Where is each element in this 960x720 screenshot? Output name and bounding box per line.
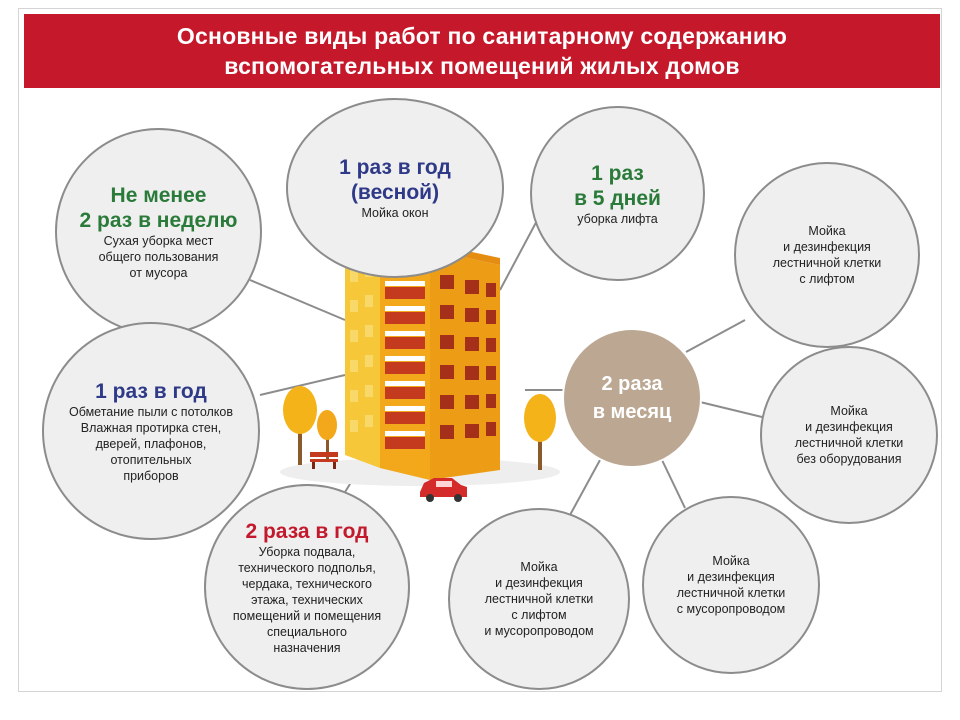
circle-yearly-spring: 1 раз в год (весной) Мойка окон <box>286 98 504 278</box>
hub-line1: 2 раза <box>601 373 663 395</box>
twice-year-desc-3: чердака, технического <box>242 576 372 591</box>
hub-line2: в месяц <box>592 401 672 423</box>
twice-year-desc-4: этажа, технических <box>251 592 363 607</box>
frame-border <box>18 8 942 692</box>
monthly-4-desc-2: и дезинфекция <box>495 576 583 590</box>
title-banner: Основные виды работ по санитарному содер… <box>24 14 940 88</box>
freq-twice-year-line1: 2 раза в год <box>245 519 369 543</box>
yearly-desc-2: Влажная протирка стен, <box>80 420 222 435</box>
twice-year-desc-6: специального <box>267 624 347 639</box>
monthly-2-desc-3: лестничной клетки <box>794 436 904 450</box>
tree-left-icon <box>283 386 337 465</box>
title-line-2: вспомогательных помещений жилых домов <box>224 53 740 79</box>
connector-lines <box>249 214 763 516</box>
circle-monthly-1: Мойка и дезинфекция лестничной клетки с … <box>734 162 920 348</box>
freq-five-days-line2: в 5 дней <box>574 186 661 210</box>
spring-desc-1: Мойка окон <box>361 206 429 220</box>
car-icon <box>420 478 467 502</box>
twice-year-desc-7: назначения <box>273 640 341 655</box>
monthly-3-desc-2: и дезинфекция <box>687 570 775 584</box>
freq-weekly-line2: 2 раз в неделю <box>79 208 238 232</box>
monthly-1-desc-4: с лифтом <box>799 272 855 286</box>
monthly-4-desc-4: с лифтом <box>511 608 567 622</box>
monthly-2-desc-2: и дезинфекция <box>805 420 893 434</box>
title-line-1: Основные виды работ по санитарному содер… <box>176 23 788 49</box>
monthly-1-desc-2: и дезинфекция <box>783 240 871 254</box>
monthly-2-desc-4: без оборудования <box>796 452 902 466</box>
weekly-desc-3: от мусора <box>129 265 188 280</box>
connector-five-days <box>499 214 541 291</box>
twice-year-desc-2: технического подполья, <box>238 560 376 575</box>
twice-year-desc-5: помещений и помещения <box>232 608 382 623</box>
monthly-4-desc-1: Мойка <box>520 560 558 574</box>
building-illustration <box>280 232 560 486</box>
freq-spring-line1: 1 раз в год <box>339 156 451 179</box>
circle-weekly: Не менее 2 раз в неделю Сухая уборка мес… <box>55 128 262 335</box>
monthly-4-desc-3: лестничной клетки <box>484 592 594 606</box>
five-days-desc-1: уборка лифта <box>577 211 658 226</box>
monthly-3-desc-1: Мойка <box>712 554 750 568</box>
circle-hub-twice-month: 2 раза в месяц <box>562 328 702 468</box>
connector-monthly-4 <box>569 459 601 516</box>
monthly-1-desc-3: лестничной клетки <box>772 256 882 270</box>
connector-yearly <box>259 374 346 396</box>
circle-twice-year: 2 раза в год Уборка подвала, техническог… <box>204 484 410 690</box>
monthly-3-desc-3: лестничной клетки <box>676 586 786 600</box>
yearly-desc-5: приборов <box>123 468 179 483</box>
yearly-desc-1: Обметание пыли с потолков <box>68 404 233 419</box>
freq-yearly-line1: 1 раз в год <box>95 379 207 403</box>
monthly-2-desc-1: Мойка <box>830 404 868 418</box>
monthly-1-desc-1: Мойка <box>808 224 846 238</box>
circle-monthly-2: Мойка и дезинфекция лестничной клетки бе… <box>760 346 938 524</box>
weekly-desc-2: общего пользования <box>98 249 219 264</box>
monthly-4-desc-5: и мусоропроводом <box>484 624 594 638</box>
monthly-3-desc-4: с мусоропроводом <box>676 602 786 616</box>
circle-monthly-3: Мойка и дезинфекция лестничной клетки с … <box>642 496 820 674</box>
circle-monthly-4: Мойка и дезинфекция лестничной клетки с … <box>448 508 630 690</box>
connector-monthly-1 <box>685 319 746 353</box>
connector-monthly-2 <box>699 401 763 418</box>
yearly-desc-4: отопительных <box>110 452 192 467</box>
weekly-desc-1: Сухая уборка мест <box>103 233 214 248</box>
twice-year-desc-1: Уборка подвала, <box>258 544 356 559</box>
connector-monthly-3 <box>661 459 686 509</box>
freq-weekly-line1: Не менее <box>110 183 207 207</box>
freq-spring-line2: (весной) <box>350 181 440 204</box>
freq-five-days-line1: 1 раз <box>591 161 644 185</box>
circle-yearly: 1 раз в год Обметание пыли с потолков Вл… <box>42 322 260 540</box>
tree-right-icon <box>524 394 556 470</box>
circle-five-days: 1 раз в 5 дней уборка лифта <box>530 106 705 281</box>
bench-icon <box>310 452 338 469</box>
connector-weekly <box>249 279 346 321</box>
yearly-desc-3: дверей, плафонов, <box>95 436 207 451</box>
